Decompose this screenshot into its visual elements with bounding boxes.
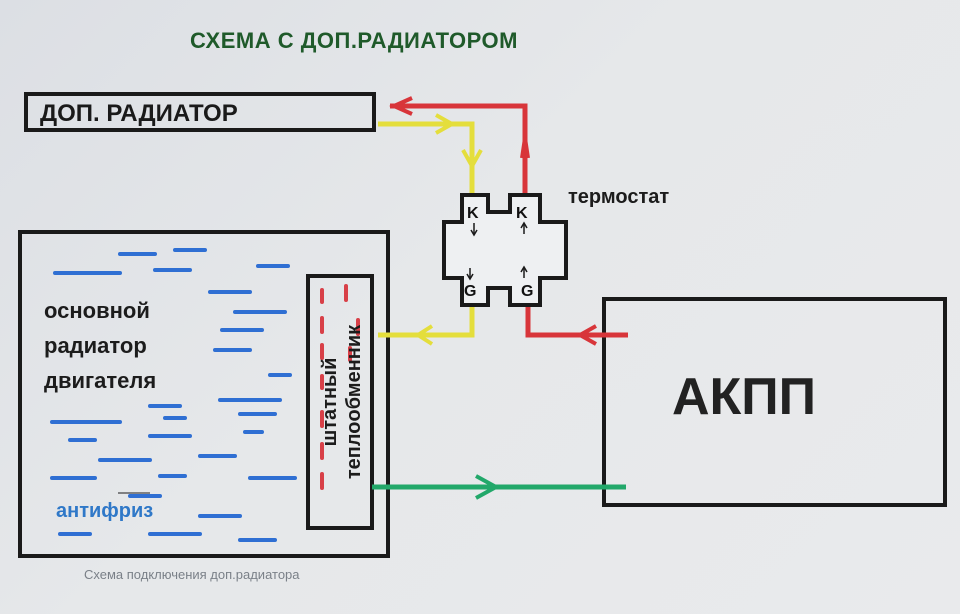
heat-exchanger-dashes	[320, 284, 360, 490]
thermostat: K K G G	[442, 193, 568, 307]
thermostat-port-g-right: G	[521, 283, 533, 300]
heat-exchanger-label-line2: теплообменник	[343, 324, 365, 480]
aux-radiator-box: ДОП. РАДИАТОР	[24, 92, 376, 132]
green-fluid-line	[372, 474, 626, 500]
gearbox-box: АКПП	[602, 297, 947, 507]
thermostat-port-k-right: K	[516, 205, 528, 222]
main-radiator-label-line3: двигателя	[44, 368, 157, 393]
hot-fluid-line	[389, 96, 628, 346]
diagram-title: СХЕМА С ДОП.РАДИАТОРОМ	[190, 28, 518, 53]
aux-radiator-label: ДОП. РАДИАТОР	[40, 100, 238, 127]
antifreeze-label: антифриз	[56, 500, 154, 522]
main-radiator-label-line2: радиатор	[44, 333, 147, 358]
heat-exchanger-box	[306, 274, 374, 530]
main-radiator-label-line1: основной	[44, 298, 150, 323]
main-radiator-box	[18, 230, 390, 558]
diagram-caption: Схема подключения доп.радиатора	[84, 567, 300, 582]
coolant-dashes	[50, 248, 297, 542]
gearbox-label: АКПП	[672, 368, 817, 426]
thermostat-label: термостат	[568, 186, 670, 208]
thermostat-port-k-left: K	[467, 205, 479, 222]
heat-exchanger-label: штатный теплообменник	[318, 325, 366, 479]
heat-exchanger-label-line1: штатный	[319, 357, 341, 447]
return-fluid-line	[378, 113, 483, 346]
thermostat-port-g-left: G	[464, 283, 476, 300]
